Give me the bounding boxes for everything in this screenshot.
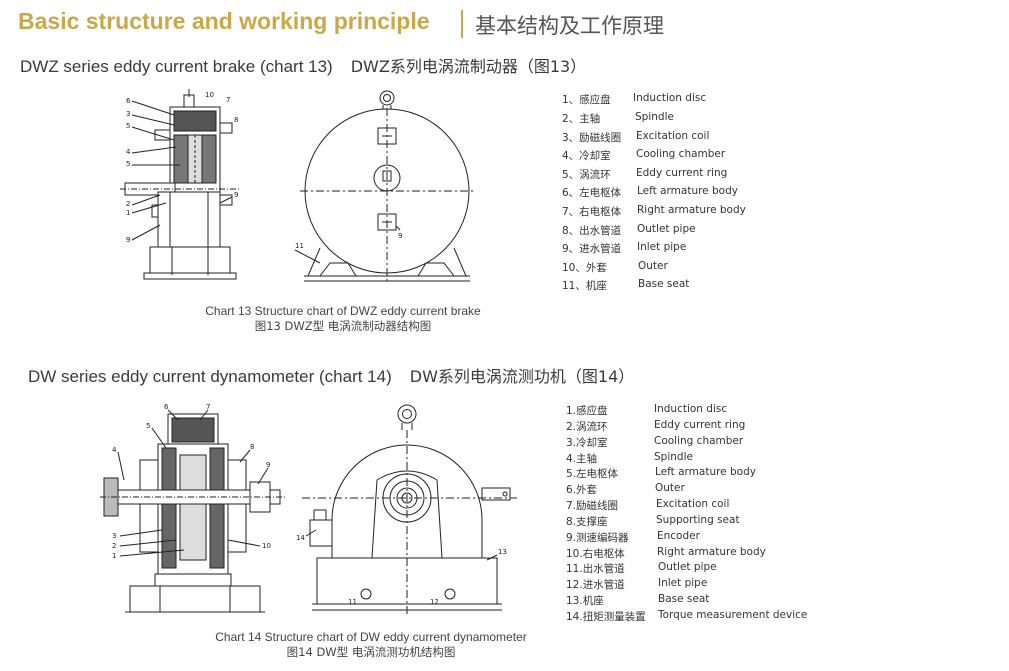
section1-caption: Chart 13 Structure chart of DWZ eddy cur… — [160, 304, 526, 334]
svg-text:10: 10 — [205, 91, 214, 99]
svg-text:8: 8 — [234, 116, 238, 124]
svg-text:9: 9 — [126, 236, 130, 244]
section1-heading-en: DWZ series eddy current brake (chart 13) — [20, 57, 333, 76]
svg-text:12: 12 — [430, 598, 439, 606]
dynamometer-front-drawing: 14 13 11 12 — [296, 404, 517, 615]
svg-text:5: 5 — [146, 422, 150, 430]
section1-heading-zh: DWZ系列电涡流制动器（图13） — [350, 57, 587, 76]
svg-text:1: 1 — [112, 552, 116, 560]
brake-section-drawing: 6 3 5 4 5 2 1 9 10 7 8 9 — [120, 89, 240, 280]
svg-text:7: 7 — [206, 403, 210, 411]
svg-text:2: 2 — [112, 542, 116, 550]
section1-caption-en: Chart 13 Structure chart of DWZ eddy cur… — [205, 304, 481, 318]
section2-caption: Chart 14 Structure chart of DW eddy curr… — [176, 630, 566, 660]
section2-heading: DW series eddy current dynamometer (char… — [28, 363, 634, 387]
svg-text:5: 5 — [126, 122, 130, 130]
svg-text:1: 1 — [126, 209, 130, 217]
svg-text:14: 14 — [296, 534, 305, 542]
section2-caption-en: Chart 14 Structure chart of DW eddy curr… — [215, 630, 527, 644]
svg-text:2: 2 — [126, 200, 130, 208]
brake-front-drawing: 11 9 — [294, 90, 475, 283]
svg-text:4: 4 — [112, 446, 117, 454]
svg-text:13: 13 — [498, 548, 507, 556]
section2-heading-en: DW series eddy current dynamometer (char… — [28, 367, 392, 386]
svg-text:9: 9 — [398, 232, 402, 240]
svg-text:8: 8 — [250, 443, 254, 451]
svg-text:6: 6 — [164, 403, 169, 411]
svg-text:10: 10 — [262, 542, 271, 550]
svg-text:9: 9 — [266, 461, 270, 469]
svg-text:5: 5 — [126, 160, 130, 168]
section1-caption-zh: 图13 DWZ型 电涡流制动器结构图 — [254, 319, 432, 333]
svg-text:4: 4 — [126, 148, 131, 156]
svg-text:9: 9 — [234, 191, 238, 199]
dynamometer-section-drawing: 6 7 5 4 8 9 3 2 1 10 — [100, 403, 285, 613]
svg-text:11: 11 — [348, 598, 357, 606]
svg-text:7: 7 — [226, 96, 230, 104]
svg-text:11: 11 — [295, 242, 304, 250]
section2-caption-zh: 图14 DW型 电涡流测功机结构图 — [286, 645, 456, 659]
section1-heading: DWZ series eddy current brake (chart 13)… — [20, 53, 586, 77]
svg-text:3: 3 — [126, 110, 130, 118]
title-divider — [461, 10, 463, 38]
page-title-zh: 基本结构及工作原理 — [475, 14, 664, 38]
svg-text:3: 3 — [112, 532, 116, 540]
page-title: Basic structure and working principle — [18, 8, 430, 34]
section2-heading-zh: DW系列电涡流测功机（图14） — [409, 367, 635, 386]
svg-text:6: 6 — [126, 97, 131, 105]
